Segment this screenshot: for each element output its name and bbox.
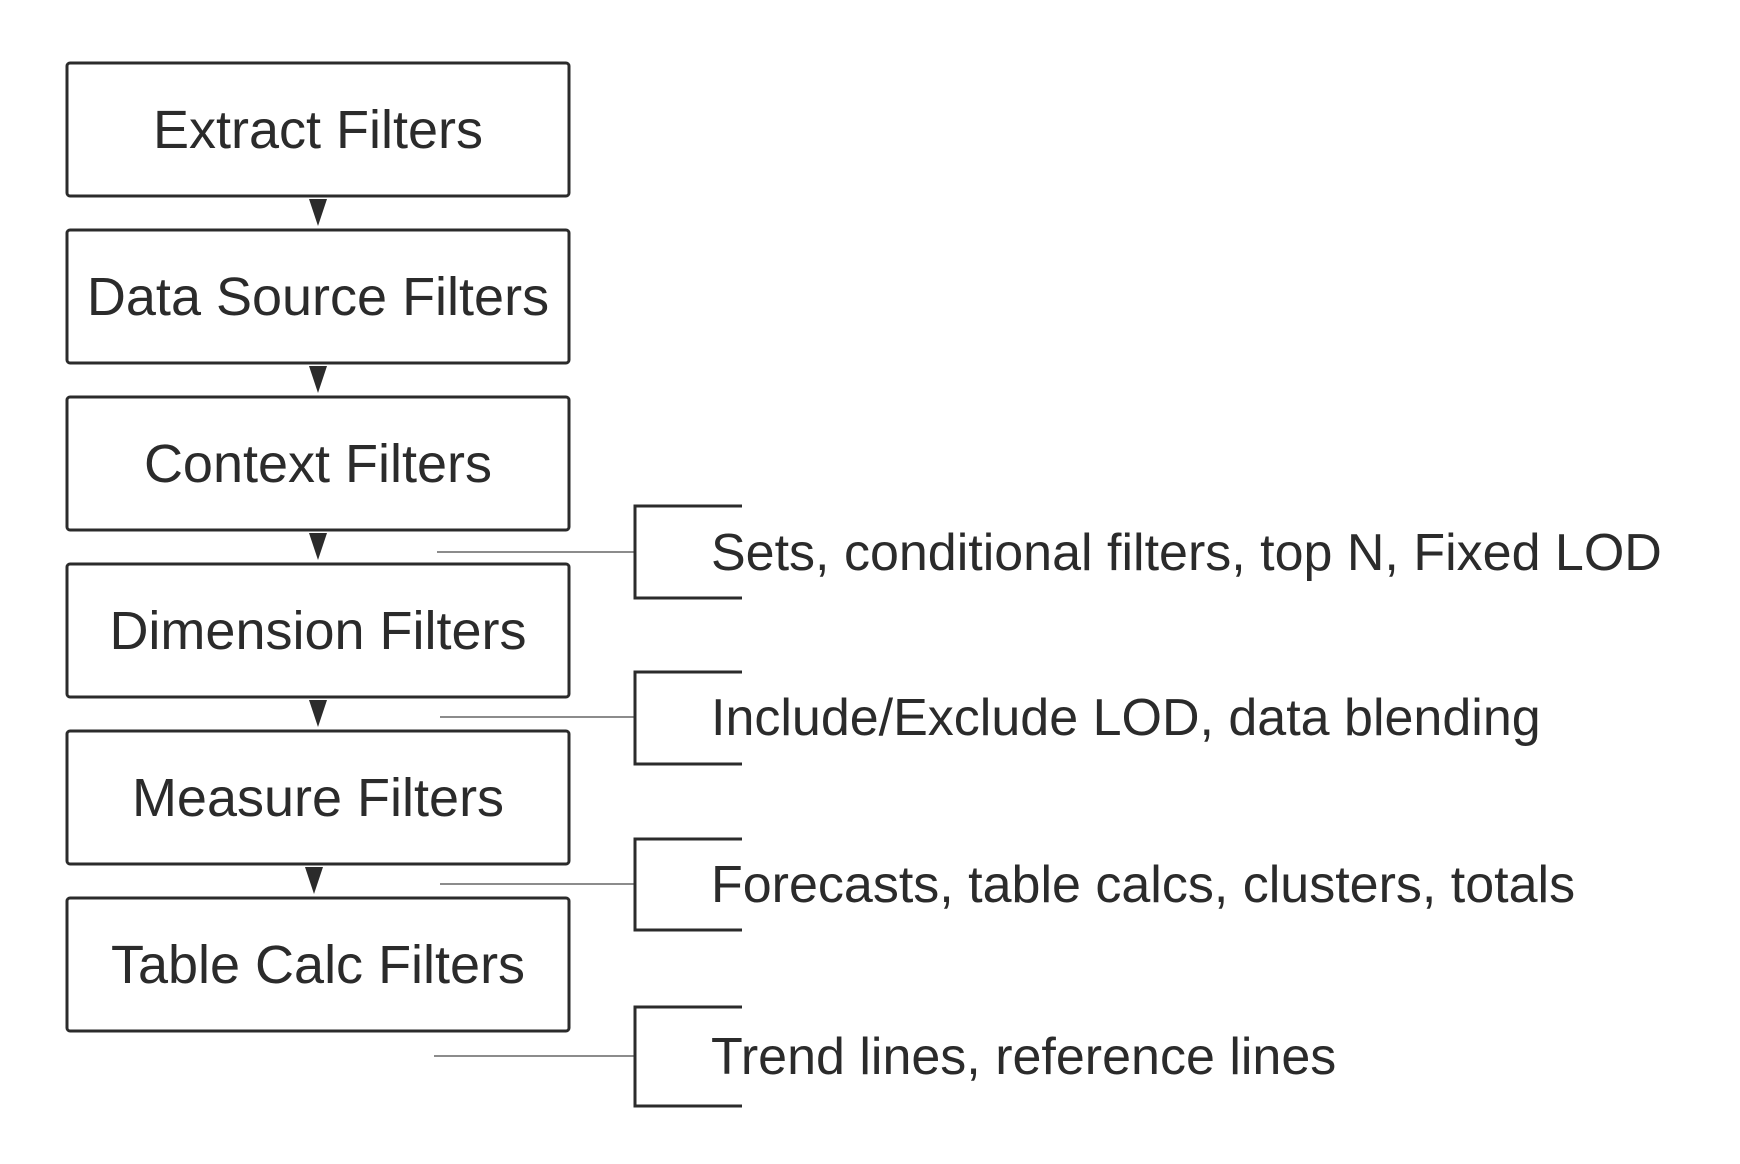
trend-note-text: Trend lines, reference lines [711, 1028, 1336, 1086]
flow-arrow-3 [309, 533, 327, 560]
flow-arrow-5 [305, 867, 323, 894]
bracket [633, 670, 742, 766]
context-filters-label: Context Filters [144, 434, 492, 494]
annotation-lod: Include/Exclude LOD, data blending [440, 670, 1541, 766]
data-source-filters-label: Data Source Filters [87, 267, 549, 327]
flow-arrow-2 [309, 366, 327, 393]
table-calc-filters-label: Table Calc Filters [111, 935, 525, 995]
flow-arrow-1 [309, 199, 327, 226]
annotation-trend: Trend lines, reference lines [434, 1005, 1336, 1108]
measure-filters-label: Measure Filters [132, 768, 504, 828]
filter-box-dimension: Dimension Filters [65, 562, 571, 699]
forecasts-note-text: Forecasts, table calcs, clusters, totals [711, 856, 1575, 914]
filter-box-context: Context Filters [65, 395, 571, 532]
filter-box-data-source: Data Source Filters [65, 228, 571, 365]
bracket [633, 1005, 742, 1108]
annotation-forecasts: Forecasts, table calcs, clusters, totals [440, 837, 1575, 932]
annotation-sets: Sets, conditional filters, top N, Fixed … [437, 504, 1662, 600]
sets-note-text: Sets, conditional filters, top N, Fixed … [711, 524, 1662, 582]
filter-box-extract: Extract Filters [65, 61, 571, 198]
bracket [633, 504, 742, 600]
dimension-filters-label: Dimension Filters [109, 601, 526, 661]
lod-note-text: Include/Exclude LOD, data blending [711, 689, 1541, 747]
filter-box-measure: Measure Filters [65, 729, 571, 866]
filter-box-table-calc: Table Calc Filters [65, 896, 571, 1033]
bracket [633, 837, 742, 932]
flow-arrow-4 [309, 700, 327, 727]
extract-filters-label: Extract Filters [153, 100, 483, 160]
